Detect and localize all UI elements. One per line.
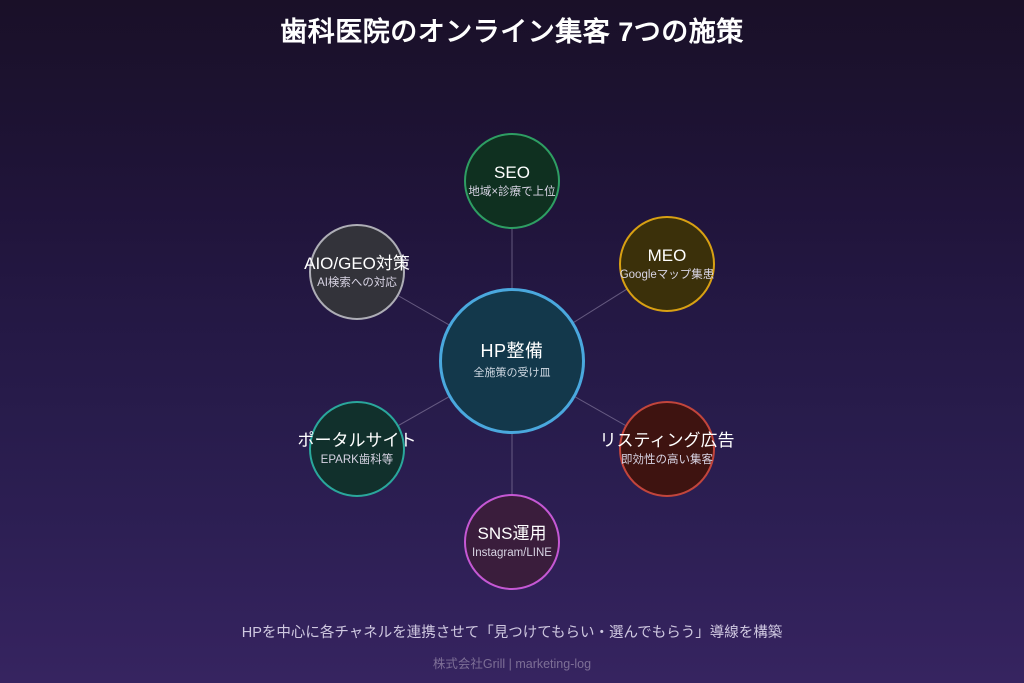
node-portal-site-label: ポータルサイト [297, 431, 417, 450]
node-listing-ad-sublabel: 即効性の高い集客 [621, 454, 713, 466]
node-meo[interactable]: MEO Googleマップ集患 [619, 216, 715, 312]
node-portal-site-sublabel: EPARK歯科等 [320, 454, 394, 466]
node-seo[interactable]: SEO 地域×診療で上位 [464, 133, 560, 229]
node-sns-sublabel: Instagram/LINE [472, 547, 552, 559]
node-seo-label: SEO [494, 163, 530, 182]
node-meo-label: MEO [647, 246, 687, 265]
node-aio-geo-label: AIO/GEO対策 [304, 254, 410, 273]
node-meo-sublabel: Googleマップ集患 [619, 269, 715, 281]
node-seo-sublabel: 地域×診療で上位 [468, 186, 556, 198]
node-listing-ad-label: リスティング広告 [599, 431, 735, 450]
footer-credit: 株式会社Grill | marketing-log [432, 657, 592, 671]
node-center-label: HP整備 [480, 341, 544, 361]
page-title: 歯科医院のオンライン集客 7つの施策 [280, 17, 744, 47]
diagram-caption: HPを中心に各チャネルを連携させて「見つけてもらい・選んでもらう」導線を構築 [241, 625, 783, 641]
node-aio-geo[interactable]: AIO/GEO対策 AI検索への対応 [304, 224, 410, 320]
node-listing-ad[interactable]: リスティング広告 即効性の高い集客 [600, 401, 735, 497]
node-center-hp[interactable]: HP整備 全施策の受け皿 [439, 288, 585, 434]
node-portal-site[interactable]: ポータルサイト EPARK歯科等 [298, 401, 417, 497]
node-sns[interactable]: SNS運用 Instagram/LINE [464, 494, 560, 590]
node-center-sublabel: 全施策の受け皿 [473, 367, 551, 379]
node-aio-geo-sublabel: AI検索への対応 [317, 277, 397, 289]
node-sns-label: SNS運用 [477, 524, 547, 543]
